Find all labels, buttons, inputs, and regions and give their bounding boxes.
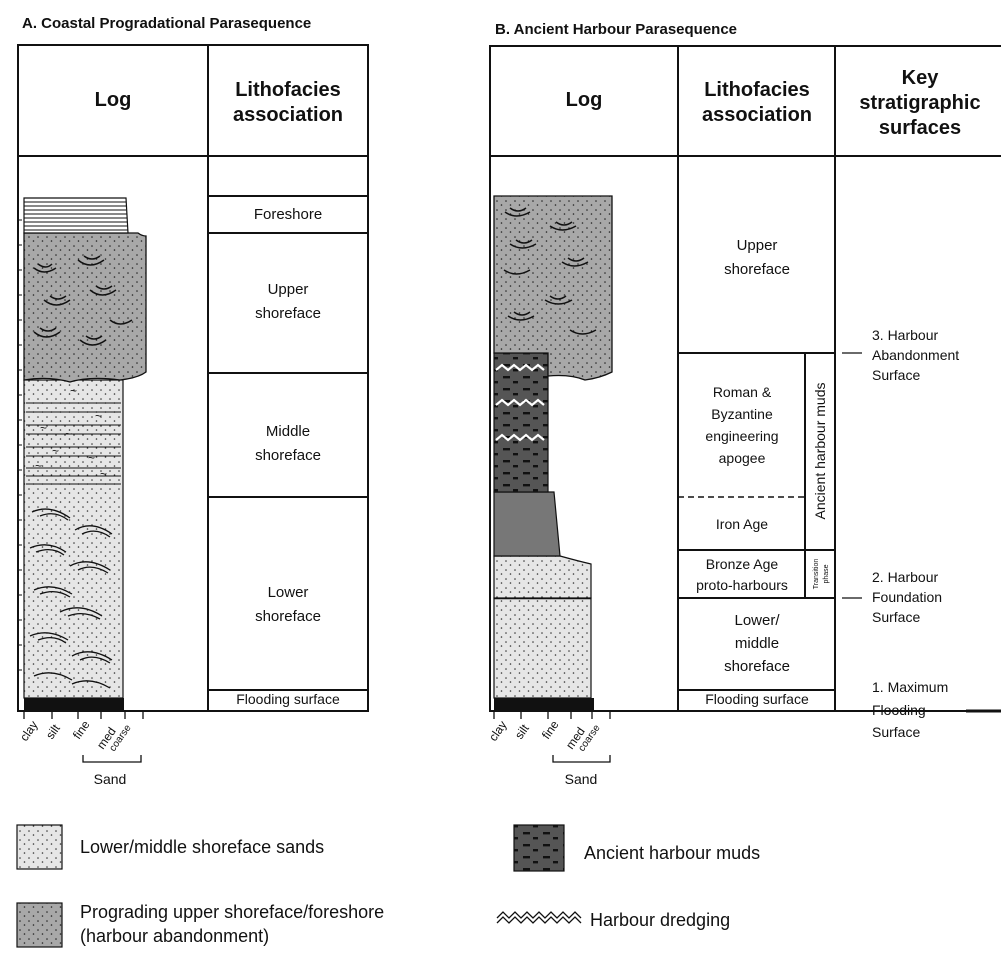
b-grain-silt: silt	[512, 721, 532, 742]
a-unit-foreshore: Foreshore	[254, 206, 322, 223]
a-grain-clay: clay	[17, 718, 41, 744]
b-unit-iron: Iron Age	[716, 516, 768, 532]
a-grain-silt: silt	[43, 721, 63, 742]
a-grain-fine: fine	[70, 718, 93, 742]
b-log-dredging-marks	[495, 363, 545, 442]
svg-text:~: ~	[40, 421, 47, 435]
b-unit-roman-4: apogee	[719, 450, 766, 466]
b-side-transition-2: phase	[823, 564, 830, 583]
b-unit-upper-2: shoreface	[724, 261, 790, 278]
a-log-bioturbation: ~ ~ ~ ~ ~ ~ ~ ~	[35, 384, 107, 481]
panel-a-grain-axis: clay silt fine med coarse Sand	[17, 710, 146, 787]
b-side-muds-label: Ancient harbour muds	[812, 383, 828, 520]
panel-b-key-header-1: Key	[902, 67, 940, 89]
a-log-laminations	[26, 402, 121, 485]
panel-b-log-header: Log	[566, 89, 603, 111]
panel-b-litho-header-2: association	[702, 104, 812, 126]
b-grain-clay: clay	[486, 718, 510, 744]
b-unit-roman-2: Byzantine	[711, 406, 773, 422]
b-log-harbour-muds	[493, 352, 549, 493]
legend-prograding-label-1: Prograding upper shoreface/foreshore	[80, 902, 384, 922]
panel-b-litho-header-1: Lithofacies	[704, 79, 810, 101]
a-log-upper-shoreface	[23, 232, 147, 383]
b-surface-1-line1: 1. Maximum	[872, 679, 948, 695]
panel-a: A. Coastal Progradational Parasequence L…	[17, 15, 369, 787]
legend-prograding-swatch	[16, 902, 63, 948]
legend-muds-label: Ancient harbour muds	[584, 843, 760, 863]
a-unit-lower-1: Lower	[268, 584, 309, 601]
b-log-upper-shoreface	[493, 195, 613, 381]
panel-a-litho-header-1: Lithofacies	[235, 79, 341, 101]
a-sand-label: Sand	[94, 771, 127, 787]
a-unit-flooding: Flooding surface	[236, 691, 340, 707]
b-unit-lowmid-1: Lower/	[734, 612, 780, 629]
legend-sands-label: Lower/middle shoreface sands	[80, 837, 324, 857]
b-sand-label: Sand	[565, 771, 598, 787]
a-unit-middle-2: shoreface	[255, 447, 321, 464]
a-log-foreshore	[23, 197, 129, 234]
legend-muds-swatch	[513, 824, 565, 872]
b-surface-2-line3: Surface	[872, 609, 920, 625]
b-log-lower-middle-sands	[493, 597, 592, 699]
panel-b-frame	[489, 45, 1001, 712]
panel-b-grain-axis: clay silt fine med coarse Sand	[486, 710, 612, 787]
svg-text:~: ~	[52, 444, 59, 458]
b-log-iron-age-muds	[493, 491, 561, 557]
panel-a-litho-header-2: association	[233, 104, 343, 126]
b-surface-2-line1: 2. Harbour	[872, 569, 938, 585]
b-surface-3-line2: Abandonment	[872, 347, 959, 363]
panel-b-key-header-2: stratigraphic	[859, 92, 980, 114]
a-unit-upper-1: Upper	[268, 281, 309, 298]
b-surface-1-line3: Surface	[872, 724, 920, 740]
panel-b-title: B. Ancient Harbour Parasequence	[495, 21, 737, 38]
panel-b: B. Ancient Harbour Parasequence Log Lith…	[486, 21, 1001, 787]
a-log-basal-layer	[24, 698, 124, 710]
b-log-basal-layer	[494, 698, 594, 710]
b-side-transition-1: Transition	[813, 559, 820, 590]
a-unit-upper-2: shoreface	[255, 305, 321, 322]
panel-a-title: A. Coastal Progradational Parasequence	[22, 15, 311, 32]
legend-dredging-icon	[496, 911, 582, 924]
a-log-scale-ticks	[18, 219, 22, 671]
a-log-cross-strata	[29, 508, 113, 689]
svg-text:~: ~	[35, 459, 42, 473]
legend-sands-swatch	[16, 824, 63, 870]
svg-text:~: ~	[95, 409, 102, 423]
b-unit-lowmid-3: shoreface	[724, 658, 790, 675]
b-unit-flooding: Flooding surface	[705, 691, 809, 707]
panel-a-log-header: Log	[95, 89, 132, 111]
legend-dredging-label: Harbour dredging	[590, 910, 730, 930]
b-unit-roman-3: engineering	[705, 428, 778, 444]
b-surface-2-line2: Foundation	[872, 589, 942, 605]
legend: Lower/middle shoreface sands Prograding …	[16, 824, 760, 948]
b-surface-1-line2: Flooding	[872, 702, 926, 718]
b-unit-bronze-1: Bronze Age	[706, 556, 779, 572]
b-log-trough-cross-beds	[503, 207, 597, 335]
svg-text:~: ~	[100, 467, 107, 481]
a-unit-lower-2: shoreface	[255, 608, 321, 625]
panel-a-log: ~ ~ ~ ~ ~ ~ ~ ~	[18, 197, 147, 710]
panel-b-log	[493, 195, 613, 710]
b-unit-roman-1: Roman &	[713, 384, 772, 400]
b-unit-upper-1: Upper	[737, 237, 778, 254]
a-log-foreshore-laminae	[24, 201, 128, 231]
svg-text:~: ~	[70, 384, 77, 398]
b-unit-bronze-2: proto-harbours	[696, 577, 788, 593]
svg-text:~: ~	[65, 427, 72, 441]
panel-a-frame	[17, 44, 369, 712]
a-log-lower-middle-sands	[23, 379, 124, 699]
b-surface-3-line3: Surface	[872, 367, 920, 383]
legend-prograding-label-2: (harbour abandonment)	[80, 926, 269, 946]
b-surface-3-line1: 3. Harbour	[872, 327, 938, 343]
a-unit-middle-1: Middle	[266, 423, 310, 440]
b-grain-fine: fine	[539, 718, 562, 742]
panel-b-key-header-3: surfaces	[879, 117, 961, 139]
b-log-bronze-sands	[493, 555, 592, 599]
a-log-trough-cross-beds	[33, 255, 133, 346]
svg-text:~: ~	[88, 451, 95, 465]
b-unit-lowmid-2: middle	[735, 635, 779, 652]
